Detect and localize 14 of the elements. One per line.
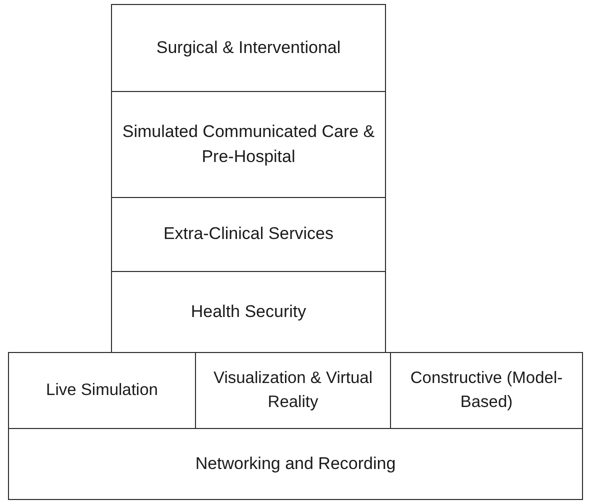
layer-box	[111, 197, 386, 272]
layer-label: Visualization & Virtual Reality	[212, 368, 374, 412]
layer-label: Constructive (Model-Based)	[409, 368, 564, 412]
layer-box	[390, 352, 583, 429]
layer-box	[111, 271, 386, 353]
layer-label: Extra-Clinical Services	[163, 223, 334, 246]
layer-box	[111, 4, 386, 92]
layer-box	[111, 91, 386, 198]
layer-label: Simulated Communicated Care & Pre-Hospital	[121, 120, 376, 168]
layer-label: Health Security	[190, 300, 306, 323]
layer-label: Surgical & Interventional	[156, 36, 341, 59]
layer-label: Live Simulation	[46, 380, 158, 401]
layer-box	[8, 428, 583, 500]
layer-label: Networking and Recording	[195, 452, 396, 475]
